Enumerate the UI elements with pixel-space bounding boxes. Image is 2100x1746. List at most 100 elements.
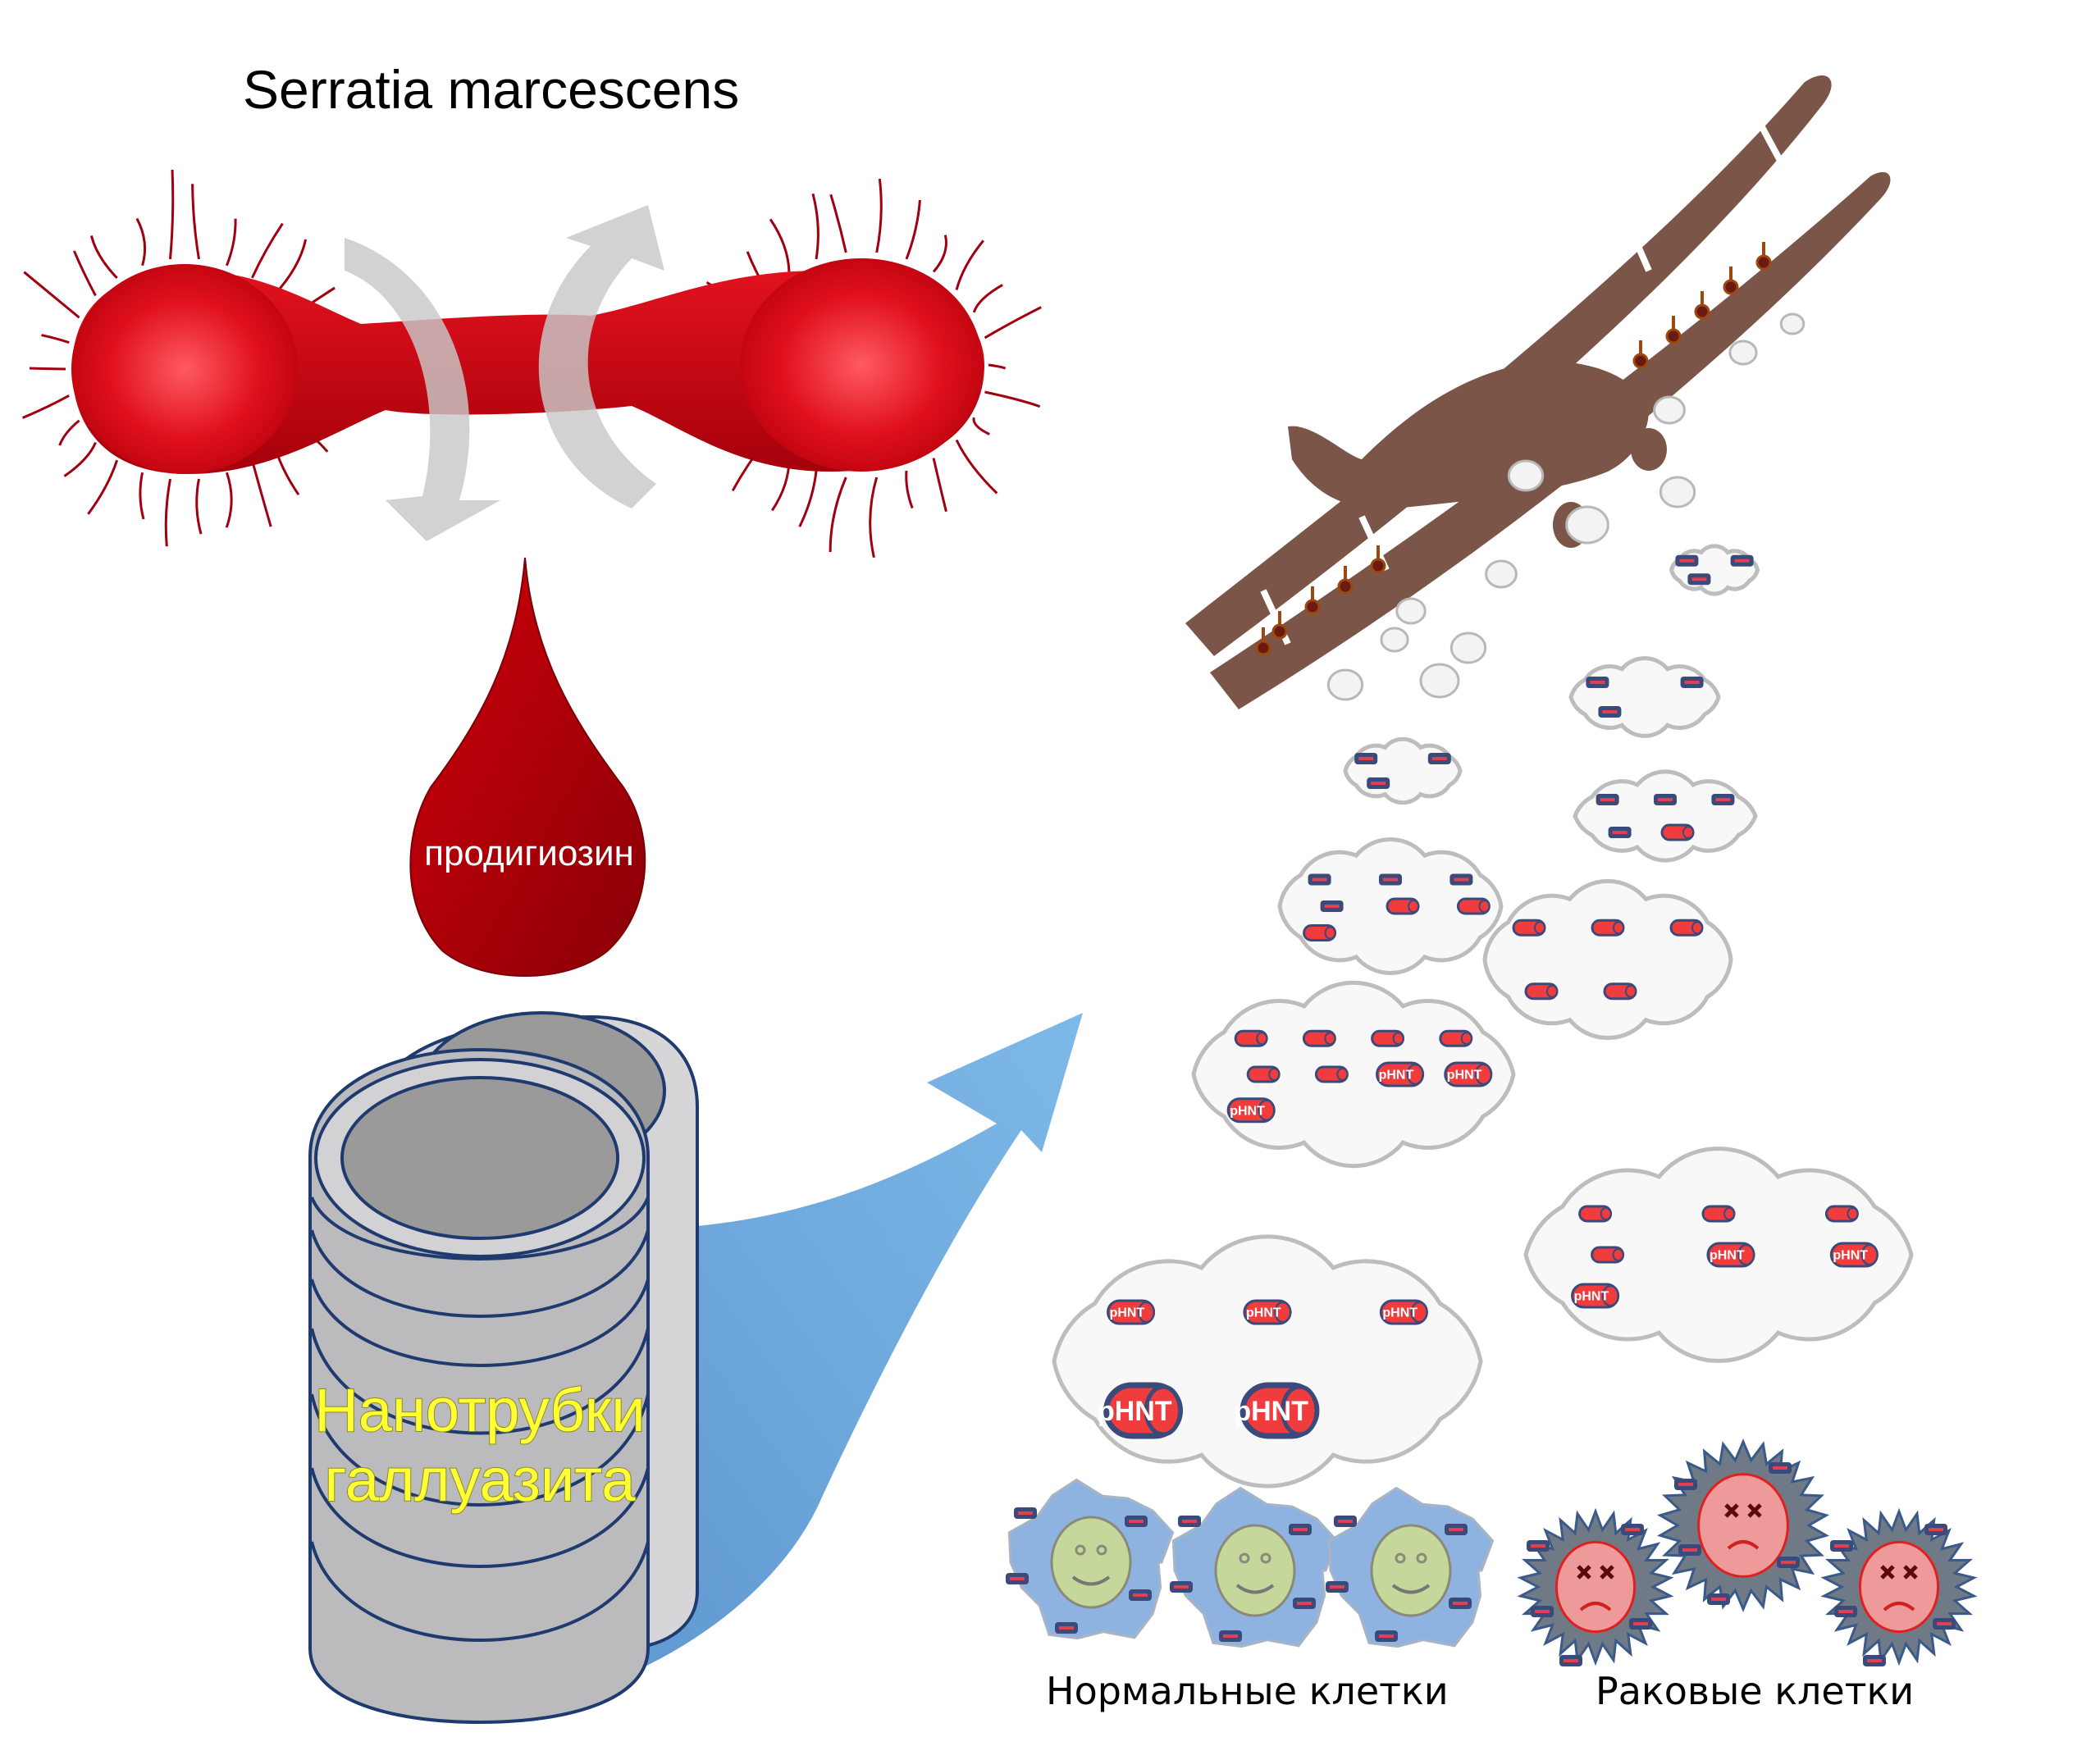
negative-charge-icon [1320,900,1344,912]
cancer-cell [1517,1507,1674,1666]
nozzle-icon [1723,279,1739,295]
flagellum [195,478,203,535]
loaded-tube [1246,1065,1281,1083]
division-arrow-up-icon [538,205,664,508]
flagellum [905,470,914,509]
cloud: pHNT pHNT pHNT [1191,980,1516,1169]
negative-charge-icon [1531,1606,1554,1617]
flagellum [23,271,80,319]
flagellum [869,476,879,558]
flagellum [135,217,147,267]
negative-charge-icon [1527,1540,1550,1552]
loaded-tube [1591,919,1625,937]
cancer-cell [1820,1507,1978,1666]
flagellum [139,472,145,520]
negative-charge-icon [1379,873,1402,886]
x-eye-icon [1724,1503,1739,1518]
nanotube-label-line2: галлуазита [325,1446,637,1514]
nozzle-icon [1370,558,1386,574]
flagellum [811,193,819,260]
negative-charge-icon [1675,554,1699,567]
negative-charge-icon [1334,1516,1357,1527]
loaded-tube [1669,919,1704,937]
flagellum [272,239,308,297]
flagellum [905,199,921,260]
phnt-tube: pHNT [1107,1299,1156,1325]
spray-puff [1659,476,1696,508]
negative-charge-icon [1367,777,1390,789]
negative-charge-icon [1629,1618,1652,1630]
phnt-label: pHNT [1447,1069,1482,1083]
smiley-face-icon [1050,1516,1132,1609]
nozzle-icon [1255,640,1271,656]
negative-charge-icon [1777,1557,1800,1568]
flagellum [58,419,80,446]
flagellum [250,459,272,527]
phnt-label: pHNT [1710,1249,1745,1263]
negative-charge-icon [1834,1606,1857,1617]
phnt-label: pHNT [1230,1104,1265,1118]
phnt-label: pHNT [1110,1306,1145,1320]
negative-charge-icon [1711,794,1735,805]
negative-charge-icon [1769,1462,1792,1474]
spray-puff [1565,505,1609,545]
negative-charge-icon [1308,873,1331,886]
flagellum [164,478,171,547]
cloud [1277,837,1504,976]
flagellum [169,169,175,260]
bacterium-pole-left [71,264,298,474]
loaded-tube [1512,919,1546,937]
phnt-label: pHNT [1379,1069,1414,1083]
flagellum [955,439,998,495]
negative-charge-icon [1449,1598,1472,1609]
negative-charge-icon [1427,753,1451,764]
flagellum [984,306,1042,340]
x-eye-icon [1903,1565,1918,1580]
negative-charge-icon [1055,1622,1078,1634]
phnt-label: pHNT [1382,1306,1418,1320]
spray-puffs [1326,312,1806,701]
cancer-cell [1656,1438,1830,1612]
phnt-label: pHNT [1098,1396,1172,1427]
spray-puff [1728,340,1758,366]
sad-face-icon [1554,1540,1637,1634]
x-eye-icon [1880,1565,1895,1580]
negative-charge-icon [1375,1630,1398,1642]
flagellum [41,334,70,344]
halloysite-nanotube: Нанотрубки галлуазита [308,1011,699,1725]
smiley-face-icon [1370,1524,1452,1617]
negative-charge-icon [1586,677,1609,688]
negative-charge-icon [1170,1581,1193,1593]
loaded-tube [1314,1065,1349,1083]
x-eye-icon [1600,1565,1614,1580]
flagellum [251,222,284,279]
flagellum [87,459,119,515]
loaded-tube [1234,1029,1268,1047]
flagellum [932,458,947,513]
loaded-tube [1303,924,1337,941]
negative-charge-icon [1687,573,1711,586]
flagellum [972,417,990,435]
normal-cell [1170,1486,1339,1648]
loaded-tube [1824,1205,1859,1223]
flagellum [29,367,66,371]
flagellum [829,194,847,253]
flagellum [769,218,791,272]
nozzle-icon [1632,353,1649,369]
nozzle-icon [1271,623,1288,640]
flagellum [875,178,883,253]
negative-charge-icon [1293,1598,1316,1609]
negative-charge-icon [1674,1479,1697,1490]
loaded-tube [1660,823,1695,841]
cancer-cells-group [1517,1438,1978,1666]
spray-puff [1449,631,1487,664]
phnt-tube: pHNT [1379,1299,1428,1325]
nozzle-icon [1694,303,1710,320]
loaded-tube [1701,1205,1736,1223]
biplane-icon [1185,75,1891,710]
flagellum [798,470,818,527]
phnt-tube: pHNT [1226,1097,1276,1124]
